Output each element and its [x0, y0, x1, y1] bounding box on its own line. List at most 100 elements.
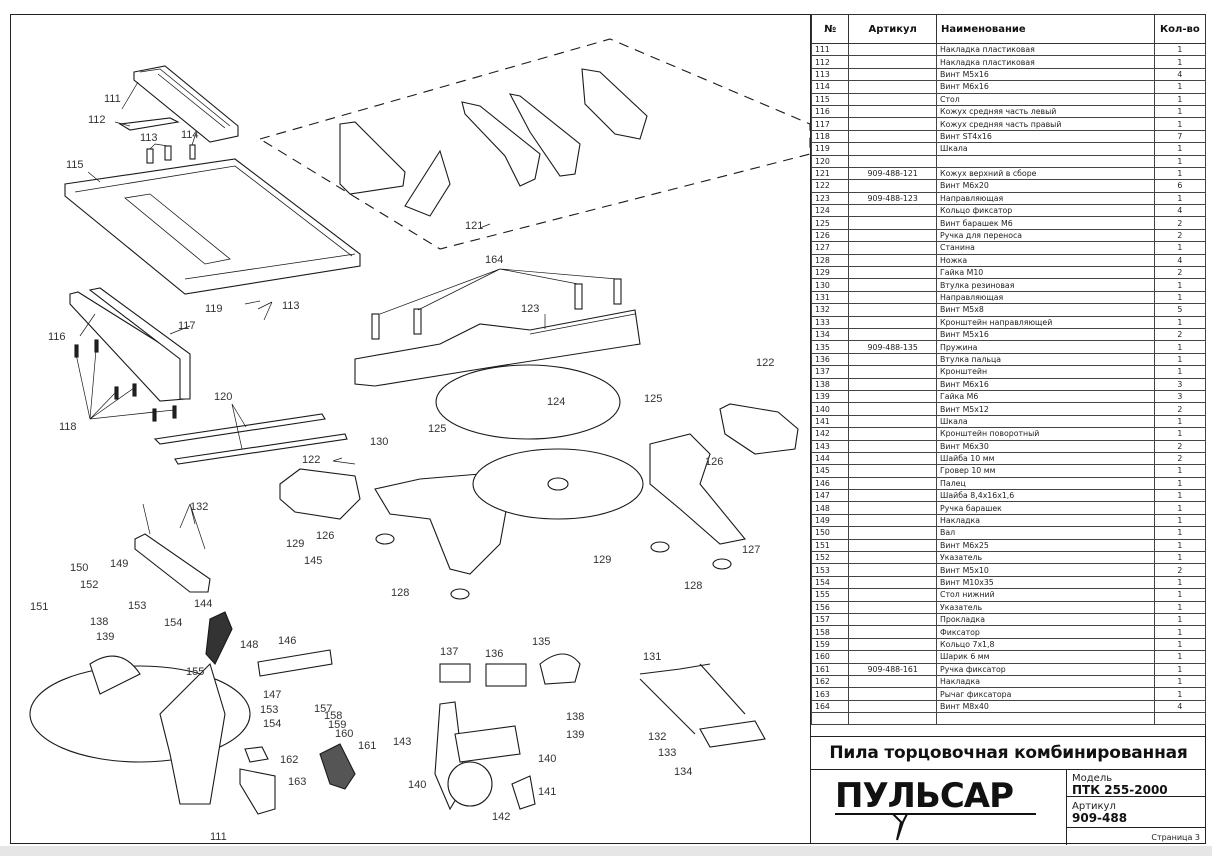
cell-number: 159 [810, 637, 850, 652]
header-quantity: Кол-во [1153, 14, 1207, 44]
callout-128-b: 128 [684, 580, 703, 592]
cell-name [936, 154, 1155, 168]
callout-123: 123 [521, 303, 540, 315]
cell-quantity: 1 [1153, 575, 1207, 590]
brand-logo-cell: ПУЛЬСАР [811, 770, 1067, 845]
cell-quantity: 1 [1153, 42, 1207, 57]
cell-name: Станина [936, 241, 1155, 255]
cell-name: Кронштейн [936, 365, 1155, 379]
cell-name: Ручка для переноса [936, 228, 1155, 243]
cell-article [848, 600, 938, 614]
lightning-bolt-icon [892, 813, 908, 841]
cell-quantity: 2 [1153, 266, 1207, 280]
cell-article: 909-488-123 [848, 191, 938, 206]
cell-article [848, 315, 938, 330]
callout-162: 162 [280, 754, 299, 766]
cell-article [848, 687, 938, 701]
cell-article [848, 228, 938, 243]
cell-number: 113 [810, 67, 850, 82]
part-164-screws [371, 278, 622, 340]
cell-name: Указатель [936, 600, 1155, 614]
cell-name: Ножка [936, 253, 1155, 268]
cell-number: 114 [810, 80, 850, 94]
cell-article [848, 513, 938, 528]
callout-142: 142 [492, 811, 511, 823]
part-137-bracket [439, 663, 471, 683]
cell-quantity: 1 [1153, 513, 1207, 528]
exploded-parts-diagram: 111 112 113 114 115 121 164 123 119 113 … [10, 14, 810, 844]
cell-article [848, 563, 938, 577]
callout-129: 129 [286, 538, 305, 550]
cell-name: Гайка М10 [936, 266, 1155, 280]
cell-name: Кожух верхний в сборе [936, 166, 1155, 181]
callout-121: 121 [465, 220, 484, 232]
callout-132-b: 132 [648, 731, 667, 743]
callout-140: 140 [538, 753, 557, 765]
cell-quantity: 1 [1153, 414, 1207, 429]
cell-name: Шайба 10 мм [936, 451, 1155, 466]
cell-name: Ручка барашек [936, 501, 1155, 515]
callout-138-b: 138 [566, 711, 585, 723]
callout-111-b: 111 [210, 831, 227, 843]
callout-157: 157 [314, 703, 333, 715]
part-131-guide [639, 663, 746, 735]
part-162-pad [244, 746, 269, 763]
cell-quantity: 3 [1153, 377, 1207, 391]
cell-number: 153 [810, 563, 850, 577]
cell-empty [848, 712, 938, 726]
cell-quantity: 1 [1153, 674, 1207, 689]
callout-117: 117 [178, 320, 196, 332]
cell-quantity: 2 [1153, 327, 1207, 342]
cell-article [848, 637, 938, 652]
part-123-fence [354, 309, 641, 387]
cell-article [848, 439, 938, 453]
cell-quantity: 1 [1153, 501, 1207, 515]
cell-quantity: 1 [1153, 191, 1207, 206]
cell-article [848, 365, 938, 379]
cell-quantity: 1 [1153, 538, 1207, 553]
cell-name: Накладка пластиковая [936, 42, 1155, 57]
cell-article: 909-488-121 [848, 166, 938, 181]
cell-name: Пружина [936, 340, 1155, 354]
cell-quantity: 1 [1153, 241, 1207, 255]
cell-number: 111 [810, 42, 850, 57]
cell-empty [810, 712, 850, 726]
cell-article [848, 427, 938, 441]
cell-article [848, 464, 938, 478]
cell-article [848, 117, 938, 131]
header-article: Артикул [848, 14, 938, 44]
cell-name: Втулка пальца [936, 352, 1155, 367]
cell-number: 150 [810, 526, 850, 540]
callout-138: 138 [90, 616, 109, 628]
callout-139: 139 [96, 631, 115, 643]
cell-number: 121 [810, 166, 850, 181]
cell-name: Шкала [936, 414, 1155, 429]
callout-141: 141 [538, 786, 557, 798]
cell-article [848, 303, 938, 317]
callout-113: 113 [140, 132, 158, 144]
cell-name: Указатель [936, 550, 1155, 565]
leader-lines [75, 81, 618, 550]
cell-article [848, 489, 938, 503]
cell-number: 128 [810, 253, 850, 268]
cell-number: 116 [810, 104, 850, 119]
cell-name: Кожух средняя часть левый [936, 104, 1155, 119]
cell-quantity: 1 [1153, 687, 1207, 701]
cell-number: 148 [810, 501, 850, 515]
cell-name: Гайка М6 [936, 389, 1155, 404]
callout-112: 112 [88, 114, 106, 126]
cell-number: 149 [810, 513, 850, 528]
